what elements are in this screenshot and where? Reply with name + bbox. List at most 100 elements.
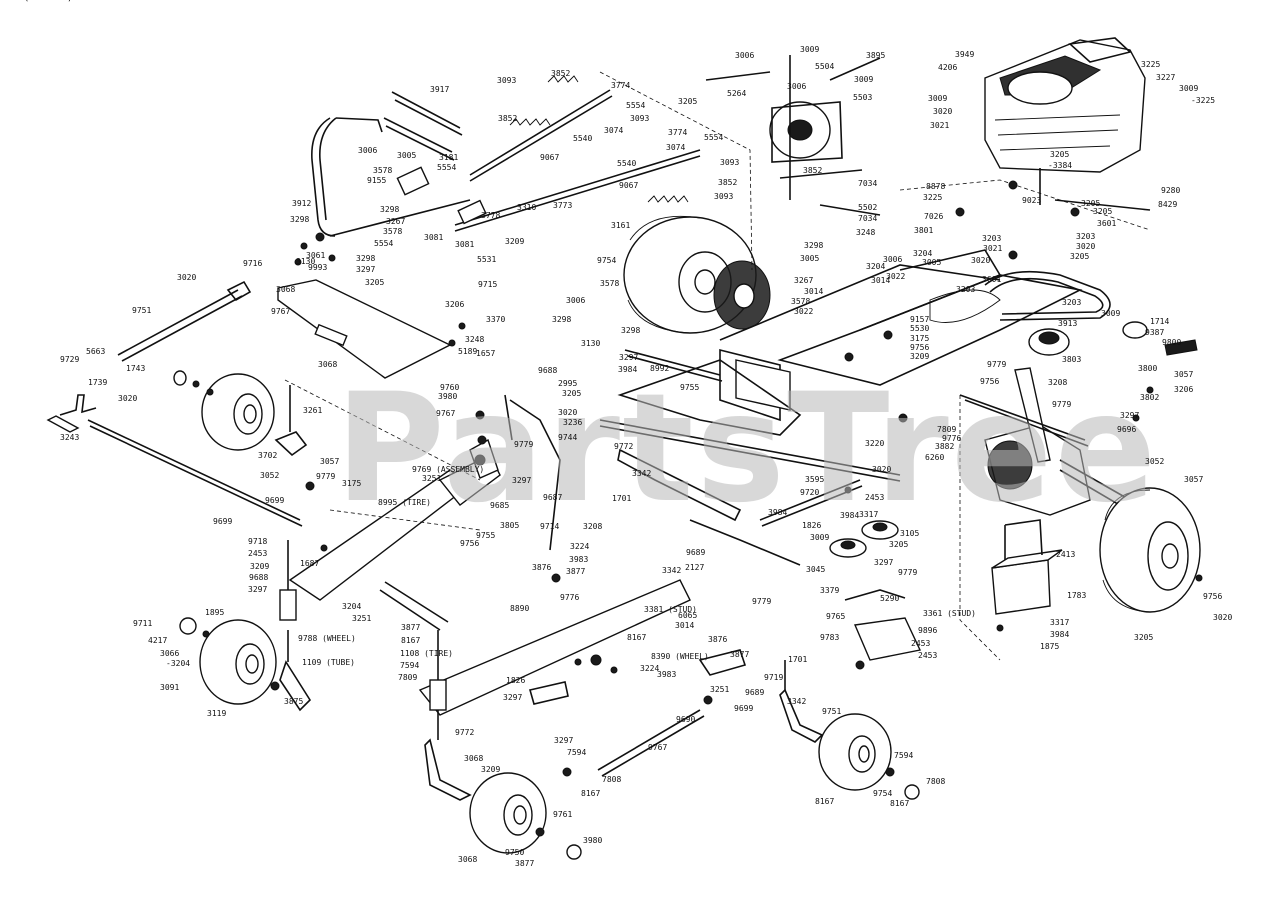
seat-bar-bracket [311,91,463,237]
part-label-l10: 3205 [678,97,697,106]
part-label-l294: 3875 [0,0,19,2]
part-label-l205: 3876 [532,563,551,572]
part-label-l15: 5504 [815,62,834,71]
part-label-l64: 3020 [1076,242,1095,251]
part-label-l110: 3009 [1101,309,1120,318]
part-label-l28: 3006 [358,146,377,155]
part-label-l281: 9750 [505,848,524,857]
part-label-l251: 8167 [401,636,420,645]
part-label-l248: 3875 [284,697,303,706]
part-label-l163: 3882 [935,442,954,451]
drive-belt [984,270,1198,356]
part-label-l269: 9689 [745,688,764,697]
deflector-plate [277,279,452,379]
part-label-l181: 9687 [543,493,562,502]
part-label-l288: 3877 [515,859,534,868]
part-label-l70: 3578 [383,227,402,236]
part-label-l139: 1739 [88,378,107,387]
part-label-l22: 3227 [1156,73,1175,82]
part-label-l76: 3081 [455,240,474,249]
part-label-l71: 3267 [386,217,405,226]
part-label-l136: 9729 [60,355,79,364]
part-label-l168: 3057 [1184,475,1203,484]
transmission-upper [769,55,881,216]
part-label-l254: 7809 [398,673,417,682]
part-label-l102: 3014 [871,276,890,285]
part-label-l253: 7594 [400,661,419,670]
part-label-l189: 3208 [583,522,602,531]
engine [984,37,1151,211]
part-label-l66: 3912 [292,199,311,208]
part-label-l3: 3852 [551,69,570,78]
part-label-l90: 3209 [505,237,524,246]
part-label-l259: 3876 [708,635,727,644]
part-label-l138: 1743 [126,364,145,373]
part-label-l160: 9696 [1117,425,1136,434]
part-label-l147: 9688 [538,366,557,375]
part-label-l187: 3805 [500,521,519,530]
part-label-l19: 3949 [955,50,974,59]
part-label-l289: 3875 [0,0,19,2]
part-label-l131: 3803 [1062,355,1081,364]
part-label-l210: 2127 [685,563,704,572]
front-caster-left [179,617,312,712]
part-label-l141: 3243 [60,433,79,442]
part-label-l95: 3298 [804,241,823,250]
part-label-l17: 3006 [787,82,806,91]
part-label-l252: 1108 (TIRE) [400,649,453,658]
part-label-l41: 9067 [619,181,638,190]
part-label-l32: 3578 [373,166,392,175]
part-label-l118: 1657 [476,349,495,358]
part-label-l202: 1687 [300,559,319,568]
part-label-l188: 9714 [540,522,559,531]
part-label-l40: 3852 [718,178,737,187]
part-label-l212: 3045 [806,565,825,574]
part-label-l241: 9711 [133,619,152,628]
part-label-l184: 9699 [265,496,284,505]
part-label-l208: 9689 [686,548,705,557]
part-label-l87: 3068 [276,285,295,294]
part-label-l170: 3057 [320,457,339,466]
part-label-l256: 8390 (WHEEL) [651,652,709,661]
assembly-guides [284,71,1151,661]
part-label-l80: 3061 [306,251,325,260]
part-label-l242: 4217 [148,636,167,645]
part-label-l245: 3091 [160,683,179,692]
part-label-l290: 7647 (ASSEMBLY) [0,0,72,2]
part-label-l124: 8992 [650,364,669,373]
part-label-l191: 9755 [476,531,495,540]
part-label-l173: 3175 [342,479,361,488]
main-frame [617,249,1083,436]
part-label-l239: 3205 [1134,633,1153,642]
part-label-l81: 9993 [308,263,327,272]
part-label-l280: 9761 [553,810,572,819]
part-label-l7: 3852 [498,114,517,123]
part-label-l48: 3205 [1050,150,1069,159]
part-label-l272: 7594 [567,748,586,757]
part-label-l148: 2995 [558,379,577,388]
part-label-l2: 3093 [497,76,516,85]
part-label-l111: 1714 [1150,317,1169,326]
part-label-l199: 3209 [250,562,269,571]
part-label-l172: 9779 [316,472,335,481]
part-label-l120: 3298 [552,315,571,324]
part-label-l175: 8995 (TIRE) [378,498,431,507]
part-label-l146: 3984 [618,365,637,374]
part-label-l63: 3203 [1076,232,1095,241]
rear-right-wheel [1099,487,1201,613]
part-label-l46: 7034 [858,214,877,223]
part-label-l258: 3983 [657,670,676,679]
part-label-l223: 3204 [342,602,361,611]
part-label-l36: 5554 [704,133,723,142]
part-label-l182: 3595 [805,475,824,484]
part-label-l185: 9699 [213,517,232,526]
part-label-l227: 8890 [510,604,529,613]
steering-linkage [504,349,901,566]
part-label-l235: 3317 [1050,618,1069,627]
part-label-l145: 9767 [436,409,455,418]
part-label-l221: 3361 (STUD) [923,609,976,618]
part-label-l171: 3052 [260,471,279,480]
part-label-l224: 3251 [352,614,371,623]
part-label-l1: 3917 [430,85,449,94]
part-label-l169: 3702 [258,451,277,460]
